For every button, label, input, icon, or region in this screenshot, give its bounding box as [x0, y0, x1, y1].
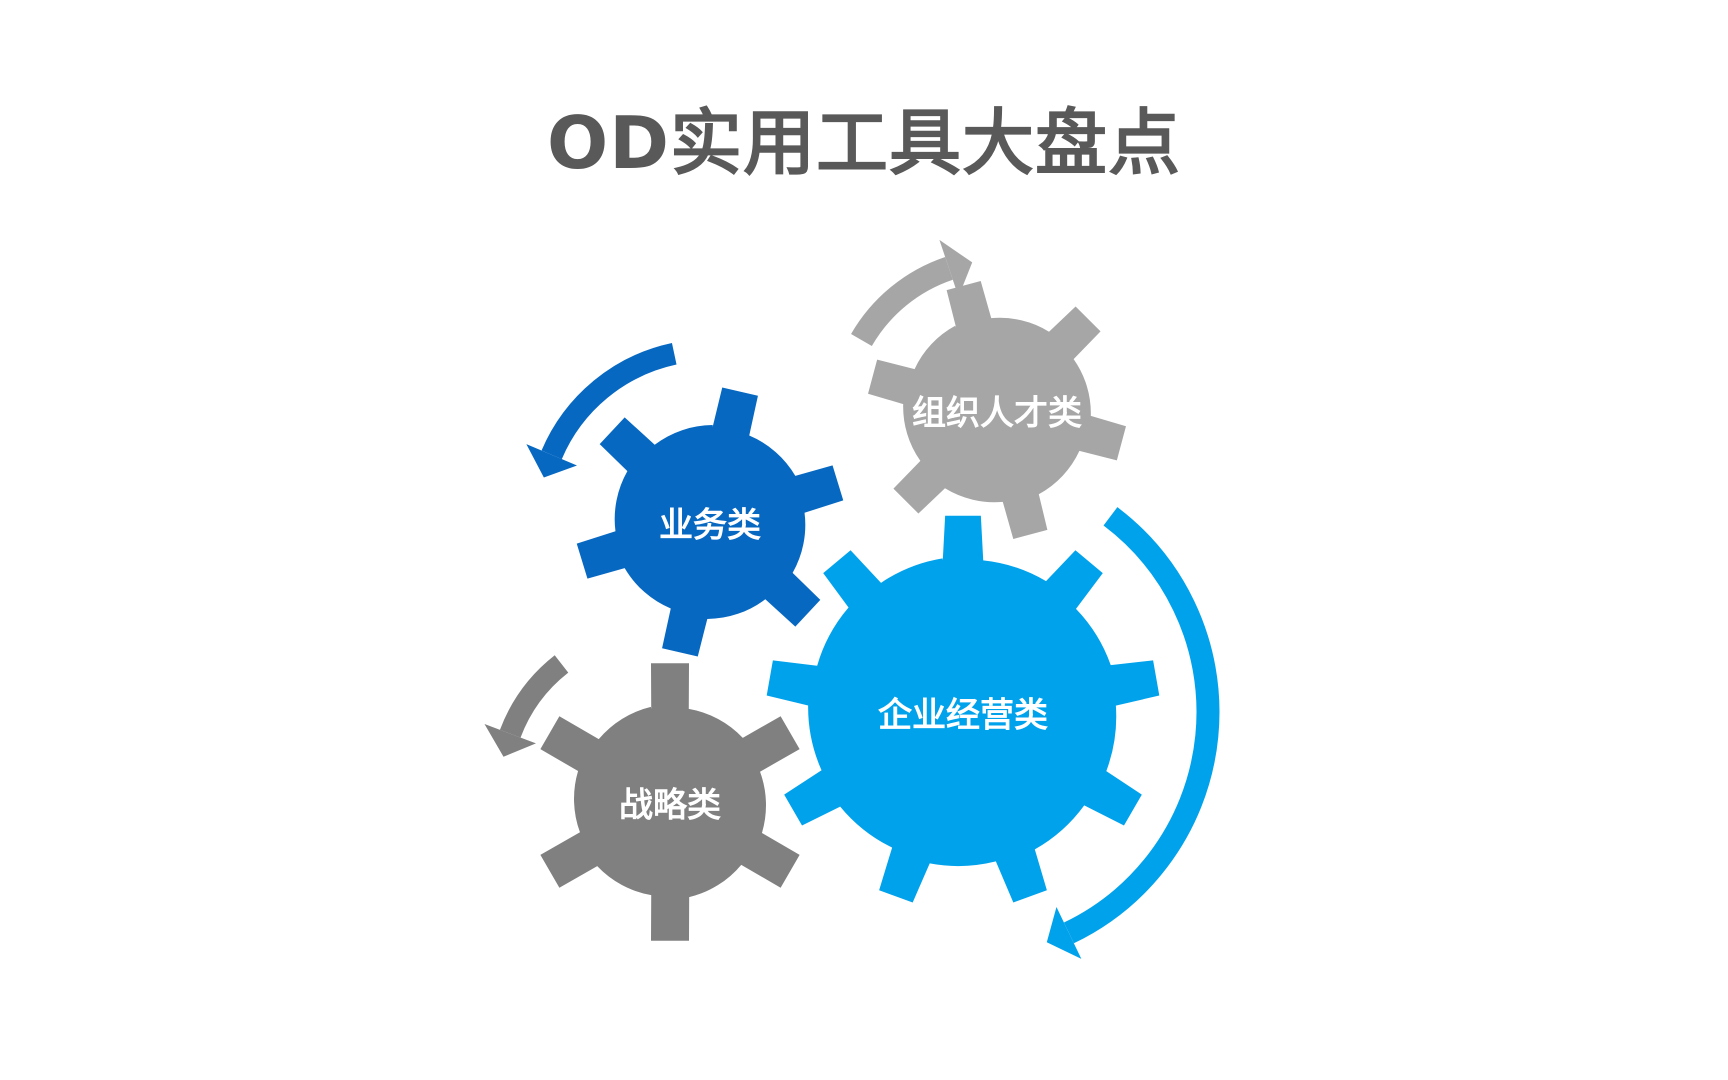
arrow-business: [526, 343, 677, 478]
gear-label-strategy: 战略类: [619, 785, 721, 826]
gear-enterprise-operation-icon: [766, 515, 1160, 903]
arrow-shaft: [541, 343, 677, 460]
arrow-strategy: [484, 655, 569, 757]
gear-label-org-talent: 组织人才类: [912, 393, 1082, 434]
gear-org-talent-icon: [868, 281, 1126, 539]
arrow-org-talent: [851, 239, 973, 347]
arrow-head-icon: [939, 239, 973, 297]
gear-strategy-icon: [540, 663, 800, 941]
arrow-shaft: [851, 256, 954, 347]
gear-business-icon: [576, 387, 844, 657]
gear-label-enterprise-operation: 企业经营类: [878, 695, 1048, 736]
arrow-head-icon: [1046, 907, 1082, 959]
arrow-shaft: [1063, 507, 1220, 944]
arrow-enterprise-operation: [1046, 507, 1220, 959]
arrow-head-icon: [526, 444, 577, 478]
page-title: OD实用工具大盘点: [547, 101, 1181, 185]
arrow-shaft: [499, 655, 569, 738]
gear-label-business: 业务类: [659, 505, 761, 546]
arrow-head-icon: [484, 724, 536, 757]
